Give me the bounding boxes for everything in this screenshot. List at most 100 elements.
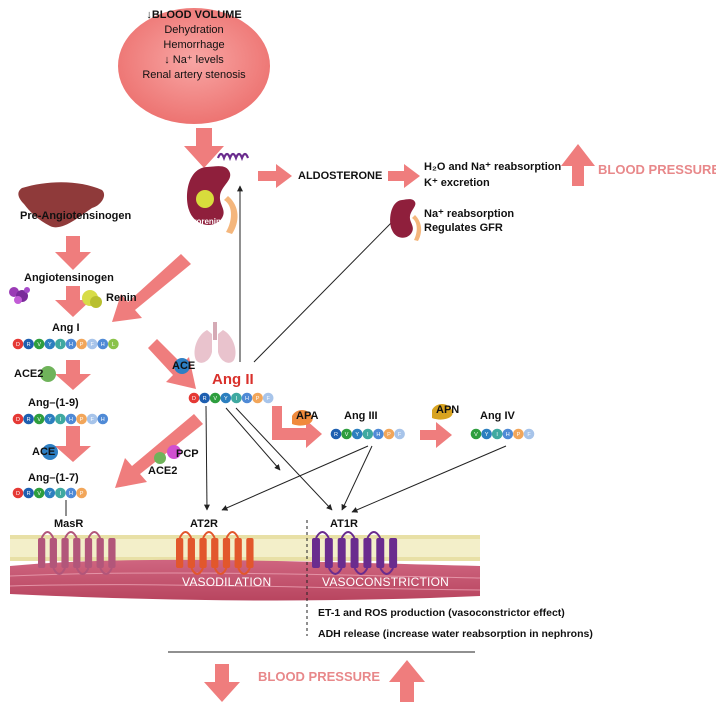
arrow-ellipse-kidney (184, 128, 224, 168)
receptor-loops (178, 531, 251, 575)
line-ang3-at1r (341, 445, 373, 511)
arrow-aldosterone-h2o (388, 164, 420, 188)
residue-Y (220, 392, 232, 404)
residue-I (231, 392, 242, 404)
label-na-reabs: Na⁺ reabsorption (424, 208, 515, 220)
label-et1: ET-1 and ROS production (vasoconstrictor… (318, 607, 565, 619)
residue-letter: D (16, 417, 20, 423)
label-masr: MasR (54, 518, 84, 530)
line-ang2-kidney (253, 217, 397, 363)
tm-helix (376, 538, 385, 568)
tm-helix (108, 538, 116, 568)
receptor-loops (40, 531, 113, 575)
residue-I (362, 428, 374, 440)
tm-helix (187, 538, 195, 568)
label-adh: ADH release (increase water reabsorption… (318, 628, 593, 640)
residue-letter: I (60, 342, 62, 348)
residue-letter: F (527, 432, 531, 438)
tm-helix (324, 538, 333, 568)
residue-H (373, 428, 384, 440)
residue-letter: R (27, 491, 31, 497)
residue-letter: V (345, 432, 349, 438)
residue-R (23, 338, 34, 350)
label-ace-lung: ACE (172, 360, 196, 372)
residue-H (502, 428, 514, 440)
residue-letter: I (60, 417, 62, 423)
stimulus-ellipse (118, 8, 270, 124)
arrow-down-icon: ↓ (146, 9, 152, 21)
residue-R (23, 487, 34, 499)
residue-letter: L (112, 342, 115, 348)
residue-letter: F (267, 396, 271, 402)
residue-letter: D (16, 491, 20, 497)
label-aldosterone: ALDOSTERONE (298, 170, 383, 182)
arrow-down-icon: ↓ (164, 54, 173, 66)
tm-helix (38, 538, 46, 568)
residue-letter: P (387, 432, 391, 438)
ace2-pcp-enzyme-icon (154, 452, 166, 464)
angiotensinogen-molecule-icon (9, 287, 30, 304)
residue-letter: H (69, 491, 73, 497)
residue-letter: Y (48, 491, 52, 497)
ace2-enzyme-icon (40, 366, 56, 382)
residue-R (330, 428, 342, 440)
residue-letter: D (16, 342, 20, 348)
residue-P (513, 428, 524, 440)
tm-helix (73, 538, 81, 568)
residue-V (33, 487, 45, 499)
residue-V (341, 428, 352, 440)
pcp-enzyme-icon (167, 445, 181, 459)
label-apa: APA (296, 410, 319, 422)
arrow-bp-up-top (561, 144, 595, 186)
residue-letter: R (27, 342, 31, 348)
tm-helix (312, 538, 320, 568)
label-angiotensinogen: Angiotensinogen (24, 272, 114, 284)
line-ang2-ang3-extra (225, 407, 281, 471)
arrow-bp-up-bottom (389, 660, 425, 702)
arrow-ang2-ang17 (115, 414, 203, 488)
kidney-small-icon (390, 199, 416, 238)
residue-Y (44, 338, 56, 350)
residue-I (55, 413, 66, 425)
label-k-excretion: K⁺ excretion (424, 177, 490, 189)
receptor-loops (315, 531, 395, 575)
arrow-ang1-ang2 (148, 339, 196, 389)
residue-letter: I (496, 432, 498, 438)
residue-Y (481, 428, 492, 440)
kidney-prorenin (187, 152, 250, 234)
residue-D (12, 487, 24, 499)
tm-helix (363, 538, 372, 568)
arrow-ang2-ang3 (272, 406, 322, 448)
line-ang3-at2r (221, 445, 369, 511)
label-apn: APN (436, 404, 460, 416)
stimulus-item: Na⁺ levels (172, 54, 224, 66)
kidney-small (390, 199, 422, 241)
residue-I (55, 338, 66, 350)
residue-letter: H (376, 432, 380, 438)
tm-helix (389, 538, 398, 568)
tm-helix (222, 538, 231, 568)
big-arrows (55, 128, 595, 702)
residue-letter: V (37, 342, 41, 348)
residue-D (12, 338, 24, 350)
residue-letter: V (37, 417, 41, 423)
masr-receptor-icon (38, 531, 116, 575)
residue-letter: V (213, 396, 217, 402)
label-ang19: Ang–(1-9) (28, 397, 79, 409)
residue-letter: H (69, 417, 73, 423)
label-ang3: Ang III (344, 410, 378, 422)
label-pre-angiotensinogen: Pre-Angiotensinogen (20, 210, 132, 222)
residue-H (65, 413, 77, 425)
label-bp-up-top: BLOOD PRESSURE (598, 162, 716, 177)
label-h2o-na: H₂O and Na⁺ reabsorption (424, 161, 562, 173)
residue-R (199, 392, 210, 404)
residue-letter: Y (355, 432, 359, 438)
receptor-coil-icon (216, 152, 250, 162)
label-at1r: AT1R (330, 518, 358, 530)
label-vasodilation: VASODILATION (182, 575, 272, 589)
stimulus-heading: BLOOD VOLUME (151, 9, 242, 21)
label-vasoconstriction: VASOCONSTRICTION (322, 575, 449, 589)
tm-helix (211, 538, 219, 568)
